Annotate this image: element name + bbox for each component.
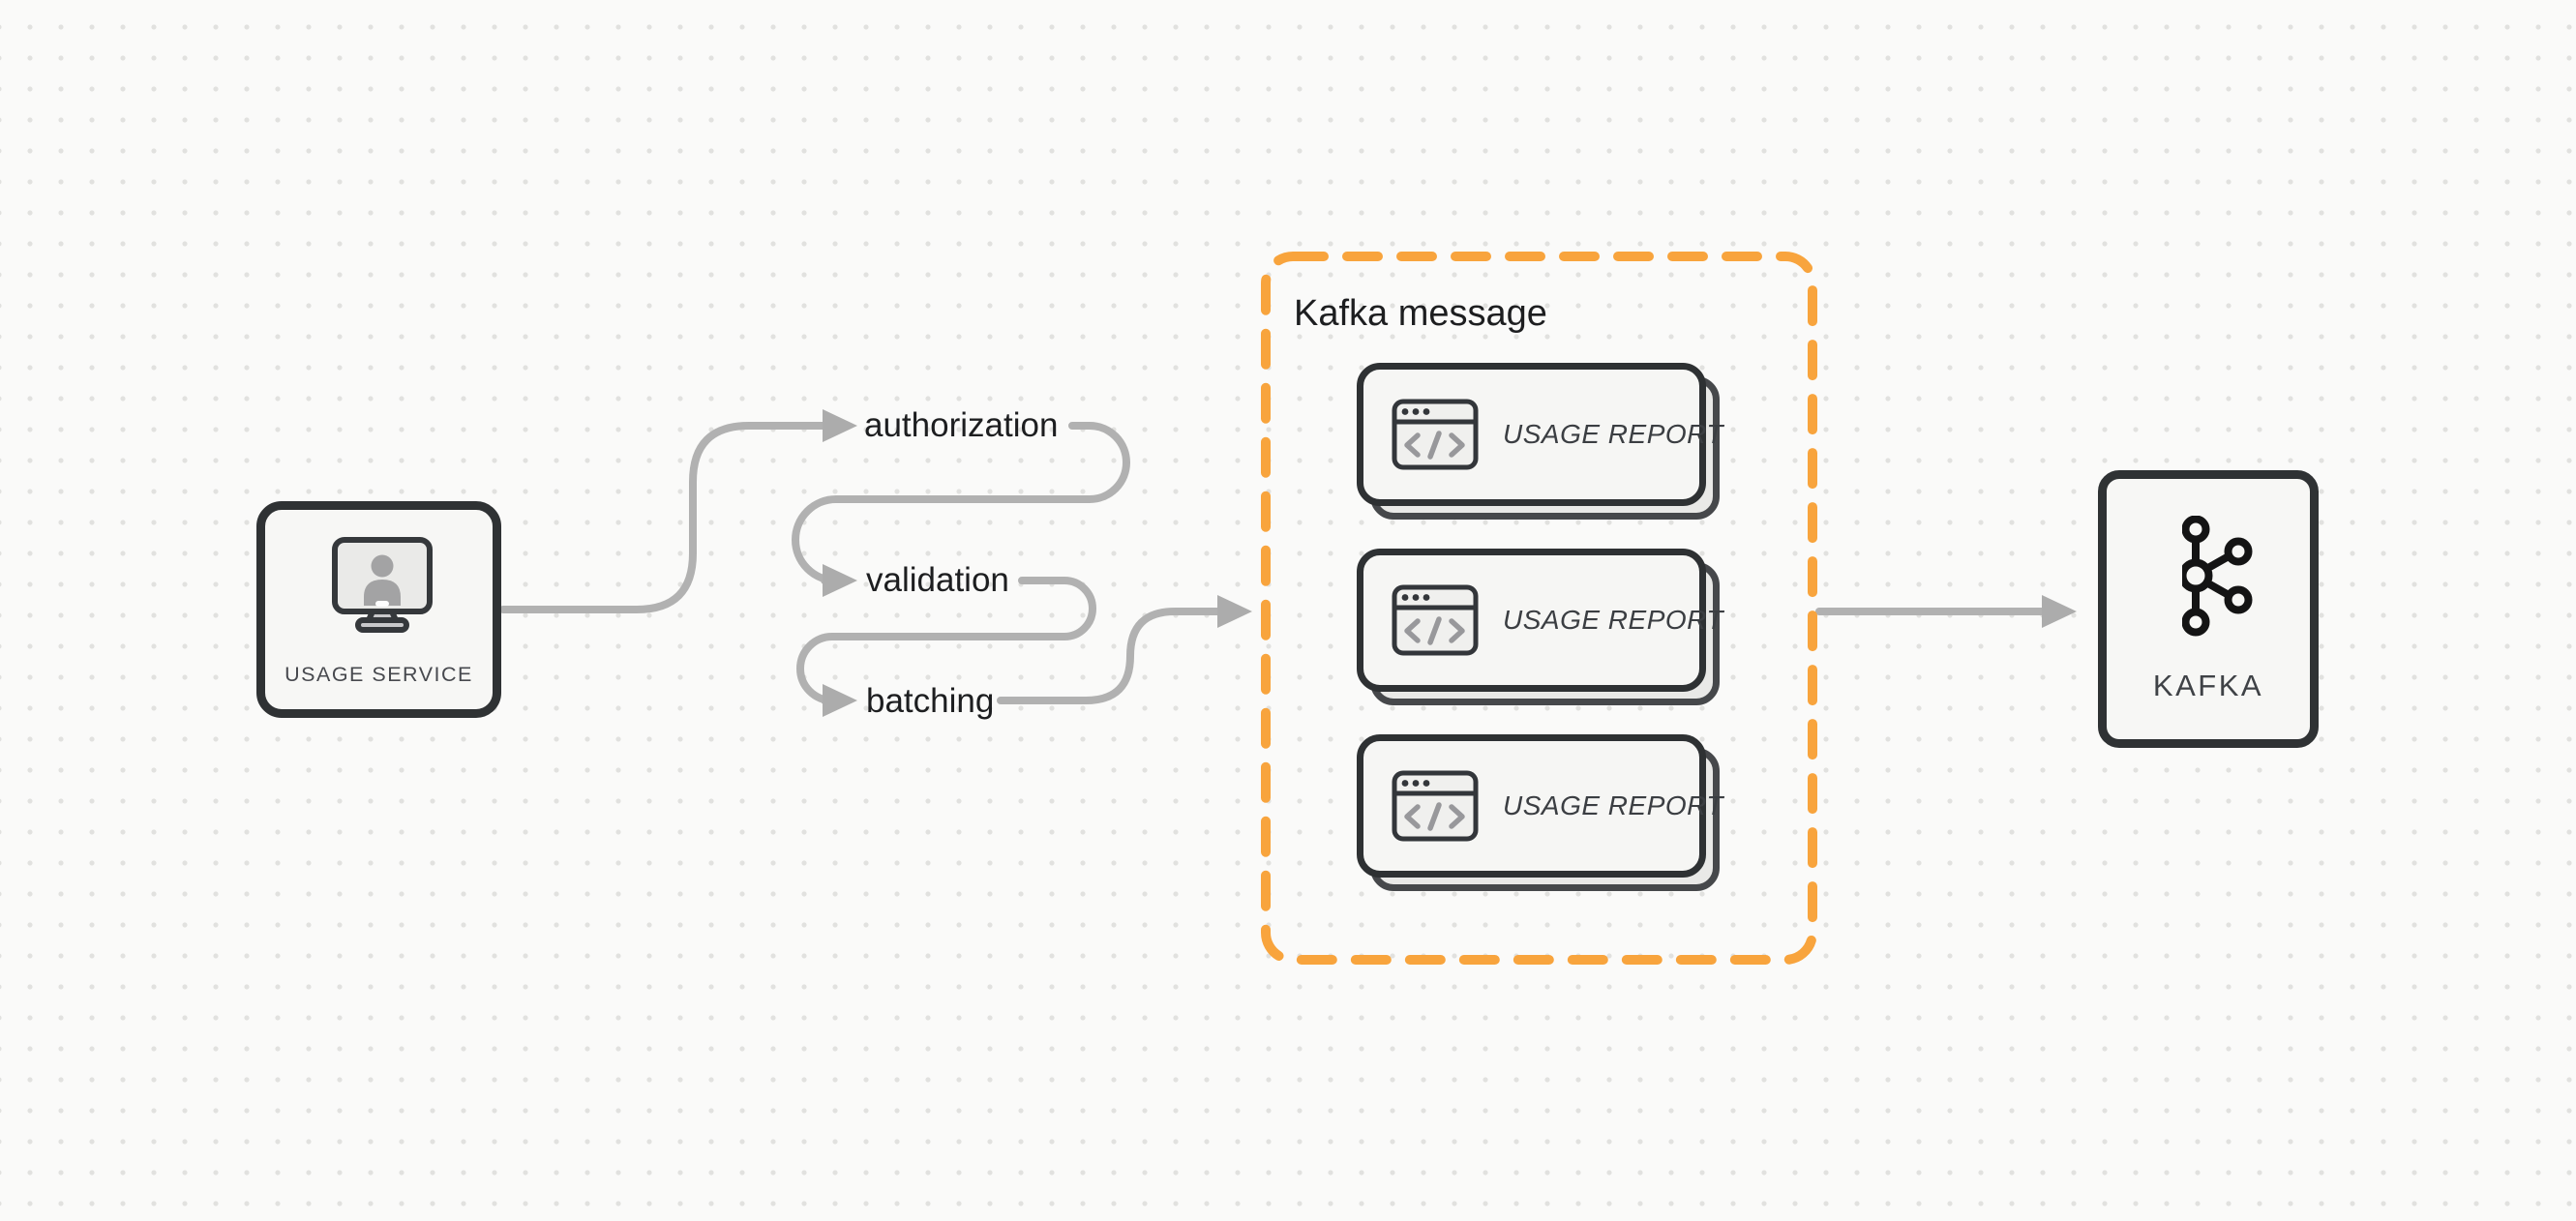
arrow-batching-to-group xyxy=(997,608,1223,704)
arrowhead-group xyxy=(1217,595,1252,628)
kafka-logo-icon xyxy=(2182,516,2253,637)
usage-service-label: USAGE SERVICE xyxy=(285,663,473,686)
arrow-validation-to-batching xyxy=(796,577,1096,704)
arrowhead-batching xyxy=(823,684,857,717)
usage-service-node: USAGE SERVICE xyxy=(256,501,501,718)
flow-step-batching: batching xyxy=(866,682,995,720)
arrow-authorization-to-validation xyxy=(792,422,1130,584)
monitor-user-icon xyxy=(332,537,433,633)
arrowhead-authorization xyxy=(823,409,857,442)
arrowhead-kafka xyxy=(2042,595,2077,628)
usage-report-label: USAGE REPORT xyxy=(1503,605,1723,635)
code-window-icon xyxy=(1392,584,1479,656)
flow-step-validation: validation xyxy=(866,561,1009,599)
usage-report-label: USAGE REPORT xyxy=(1503,419,1723,449)
kafka-node: KAFKA xyxy=(2098,470,2319,748)
kafka-label: KAFKA xyxy=(2152,669,2264,702)
code-window-icon xyxy=(1392,770,1479,842)
usage-report-card: USAGE REPORT xyxy=(1357,363,1723,520)
usage-report-card: USAGE REPORT xyxy=(1357,549,1723,705)
kafka-message-group-border xyxy=(1261,252,1817,965)
usage-report-label: USAGE REPORT xyxy=(1503,790,1723,820)
usage-report-card: USAGE REPORT xyxy=(1357,734,1723,891)
arrow-usage-to-authorization xyxy=(499,422,828,613)
code-window-icon xyxy=(1392,399,1479,470)
flow-step-authorization: authorization xyxy=(864,406,1059,444)
arrowhead-validation xyxy=(823,564,857,597)
kafka-message-group-title: Kafka message xyxy=(1294,293,1547,334)
